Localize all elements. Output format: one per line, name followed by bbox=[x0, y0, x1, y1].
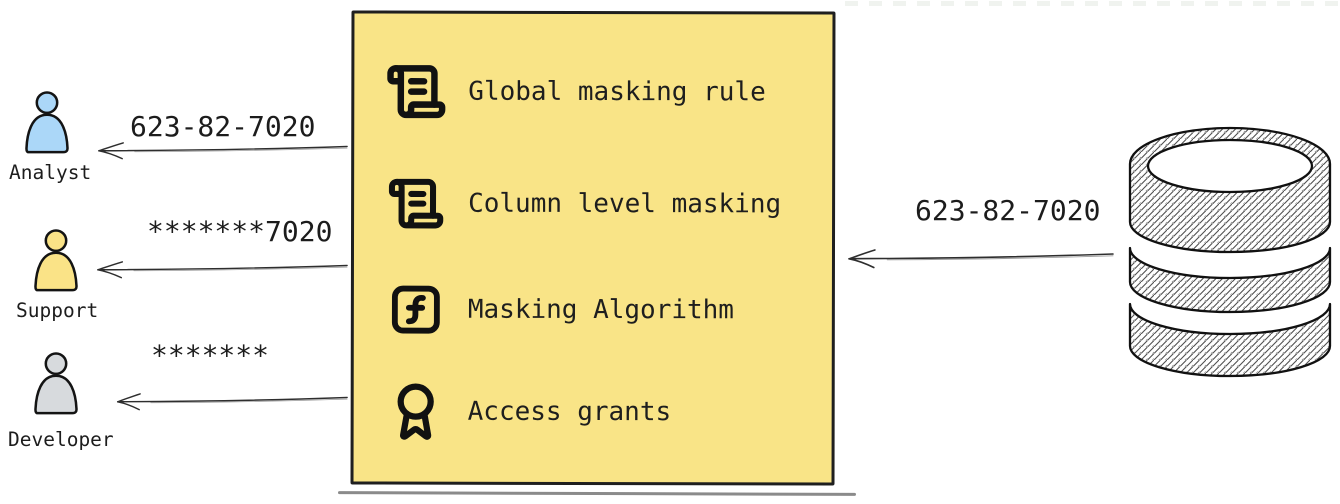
masking-rule-row: Access grants bbox=[384, 380, 672, 445]
scroll-icon bbox=[384, 61, 448, 123]
support-person-icon bbox=[34, 229, 78, 292]
masked-value-support: *******7020 bbox=[147, 215, 333, 248]
masked-value-developer: ******* bbox=[151, 339, 270, 372]
source-value-database: 623-82-7020 bbox=[915, 194, 1101, 227]
database-icon bbox=[1128, 126, 1332, 378]
masked-value-analyst: 623-82-7020 bbox=[130, 110, 316, 143]
function-icon bbox=[384, 282, 448, 338]
masking-rule-row: Global masking rule bbox=[384, 60, 766, 125]
arrow-to-analyst bbox=[98, 142, 348, 160]
scroll-icon bbox=[384, 175, 448, 233]
developer-person-icon bbox=[34, 352, 78, 415]
masking-item-label: Global masking rule bbox=[468, 76, 766, 108]
arrow-to-support bbox=[97, 261, 348, 279]
analyst-person-icon bbox=[25, 91, 69, 154]
arrow-database-to-box bbox=[848, 249, 1114, 269]
masking-item-label: Column level masking bbox=[468, 188, 782, 220]
persona-label-developer: Developer bbox=[8, 428, 114, 451]
award-icon bbox=[384, 381, 448, 443]
masking-rule-row: Masking Algorithm bbox=[384, 278, 734, 343]
masking-item-label: Masking Algorithm bbox=[467, 294, 735, 326]
box-sketch-underline bbox=[337, 491, 857, 496]
arrow-to-developer bbox=[116, 393, 348, 411]
persona-label-analyst: Analyst bbox=[9, 161, 92, 184]
persona-label-support: Support bbox=[16, 299, 99, 322]
masking-item-label: Access grants bbox=[467, 396, 672, 428]
faint-dashed-line bbox=[845, 1, 1340, 6]
masking-policy-box: Global masking rule Column level masking bbox=[350, 10, 836, 486]
masking-rule-row: Column level masking bbox=[384, 172, 781, 237]
